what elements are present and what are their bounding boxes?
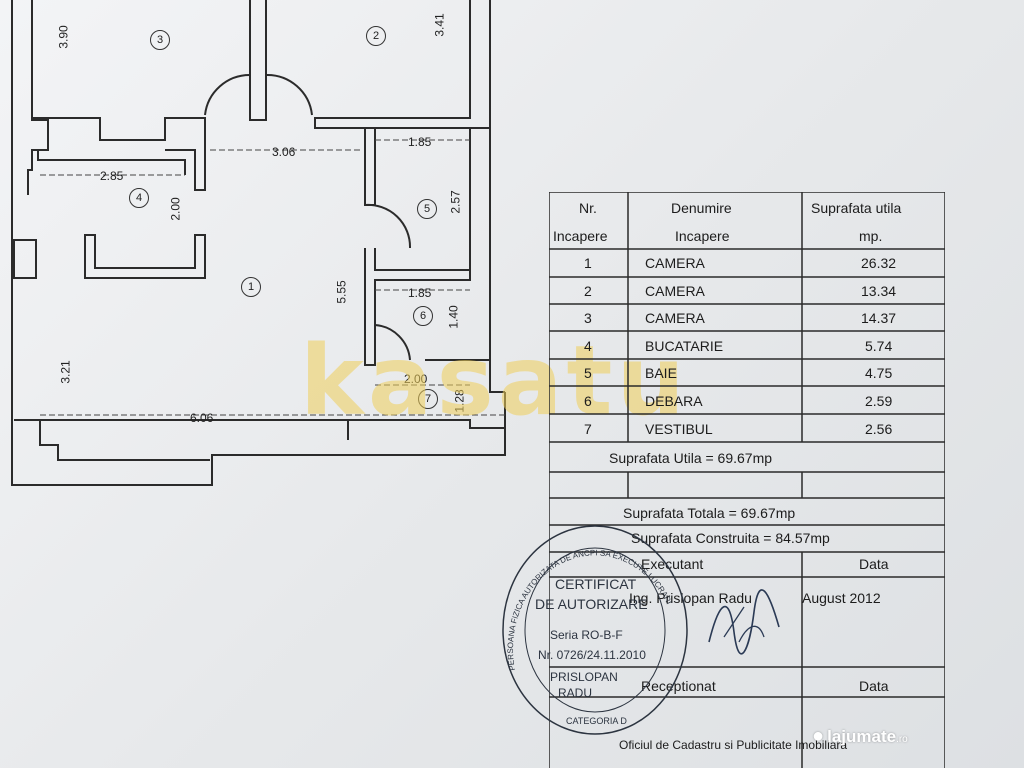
- stamp-name-1: PRISLOPAN: [550, 670, 618, 684]
- row-nr: 2: [584, 283, 592, 299]
- authorization-stamp: PERSOANA FIZICA AUTORIZATA DE ANCPI SA E…: [500, 520, 690, 740]
- row-nr: 7: [584, 421, 592, 437]
- executant-label: Executant: [641, 556, 704, 572]
- dimension-6-06: 6.06: [190, 411, 214, 425]
- header-denumire-incapere: Incapere: [675, 228, 730, 244]
- room-number-3: 3: [150, 30, 170, 50]
- dimension-1-85-bottom: 1.85: [408, 286, 432, 300]
- row-area: 2.56: [865, 421, 893, 437]
- row-area: 13.34: [861, 283, 897, 299]
- dimension-1-28: 1.28: [452, 389, 467, 413]
- built-area: Suprafata Construita = 84.57mp: [631, 530, 830, 546]
- room-number-5: 5: [417, 199, 437, 219]
- row-nr: 6: [584, 393, 592, 409]
- dimension-5-55: 5.55: [334, 280, 349, 304]
- date-label: Data: [859, 556, 889, 572]
- cadastral-office-text: Oficiul de Cadastru si Publicitate Imobi…: [619, 738, 848, 752]
- stamp-seria: Seria RO-B-F: [550, 628, 623, 642]
- dimension-1-85-top: 1.85: [408, 135, 432, 149]
- row-name: CAMERA: [645, 283, 705, 299]
- room-number-6: 6: [413, 306, 433, 326]
- row-nr: 4: [584, 338, 592, 354]
- total-area: Suprafata Totala = 69.67mp: [623, 505, 796, 521]
- row-area: 26.32: [861, 255, 897, 271]
- header-nr: Nr.: [579, 200, 597, 216]
- floor-plan: 3.90 3.41 3.06 1.85 2.85 2.00 2.57 5.55 …: [0, 0, 520, 500]
- room-number-4: 4: [129, 188, 149, 208]
- stamp-certificat: CERTIFICAT: [555, 576, 637, 592]
- stamp-category: CATEGORIA D: [566, 716, 627, 726]
- dimension-3-41: 3.41: [432, 13, 447, 37]
- stamp-autorizare: DE AUTORIZARE: [535, 596, 648, 612]
- executant-name: Ing. Prislopan Radu: [629, 590, 752, 606]
- room-number-1: 1: [241, 277, 261, 297]
- row-name: VESTIBUL: [645, 421, 713, 437]
- row-name: BAIE: [645, 365, 677, 381]
- row-name: CAMERA: [645, 255, 705, 271]
- floor-plan-walls: [11, 0, 506, 486]
- dimension-2-00-vestibul: 2.00: [404, 372, 428, 386]
- logo-text: lajumate: [827, 727, 897, 746]
- room-number-7: 7: [418, 389, 438, 409]
- row-area: 4.75: [865, 365, 893, 381]
- site-logo[interactable]: ●lajumate.ro: [812, 725, 908, 748]
- row-area: 2.59: [865, 393, 893, 409]
- dimension-3-21: 3.21: [58, 360, 73, 384]
- room-number-2: 2: [366, 26, 386, 46]
- dimension-1-40: 1.40: [446, 305, 461, 329]
- date-label-receptionat: Data: [859, 678, 889, 694]
- useful-area-total: Suprafata Utila = 69.67mp: [609, 450, 773, 466]
- header-denumire: Denumire: [671, 200, 732, 216]
- table-grid: [549, 192, 945, 768]
- date-value: August 2012: [802, 590, 881, 606]
- row-name: DEBARA: [645, 393, 703, 409]
- stamp-number: Nr. 0726/24.11.2010: [538, 648, 646, 662]
- row-name: BUCATARIE: [645, 338, 724, 354]
- row-nr: 5: [584, 365, 592, 381]
- row-area: 14.37: [861, 310, 897, 326]
- dimension-2-85: 2.85: [100, 169, 124, 183]
- dimension-2-57: 2.57: [448, 190, 463, 214]
- logo-suffix: .ro: [896, 734, 908, 745]
- row-name: CAMERA: [645, 310, 705, 326]
- signature: [708, 589, 780, 655]
- header-incapere: Incapere: [553, 228, 608, 244]
- row-area: 5.74: [865, 338, 893, 354]
- dimension-3-90: 3.90: [56, 25, 71, 49]
- header-suprafata: Suprafata utila: [811, 200, 902, 216]
- stamp-name-2: RADU: [558, 686, 593, 700]
- dimension-3-06: 3.06: [272, 145, 296, 159]
- row-nr: 3: [584, 310, 592, 326]
- lajumate-logo-icon: ●: [812, 725, 825, 747]
- receptionat-label: Receptionat: [641, 678, 716, 694]
- row-nr: 1: [584, 255, 592, 271]
- dimension-2-00-kitchen: 2.00: [168, 197, 183, 221]
- stamp-ring: PERSOANA FIZICA AUTORIZATA DE ANCPI SA E…: [502, 525, 688, 735]
- header-mp: mp.: [859, 228, 883, 244]
